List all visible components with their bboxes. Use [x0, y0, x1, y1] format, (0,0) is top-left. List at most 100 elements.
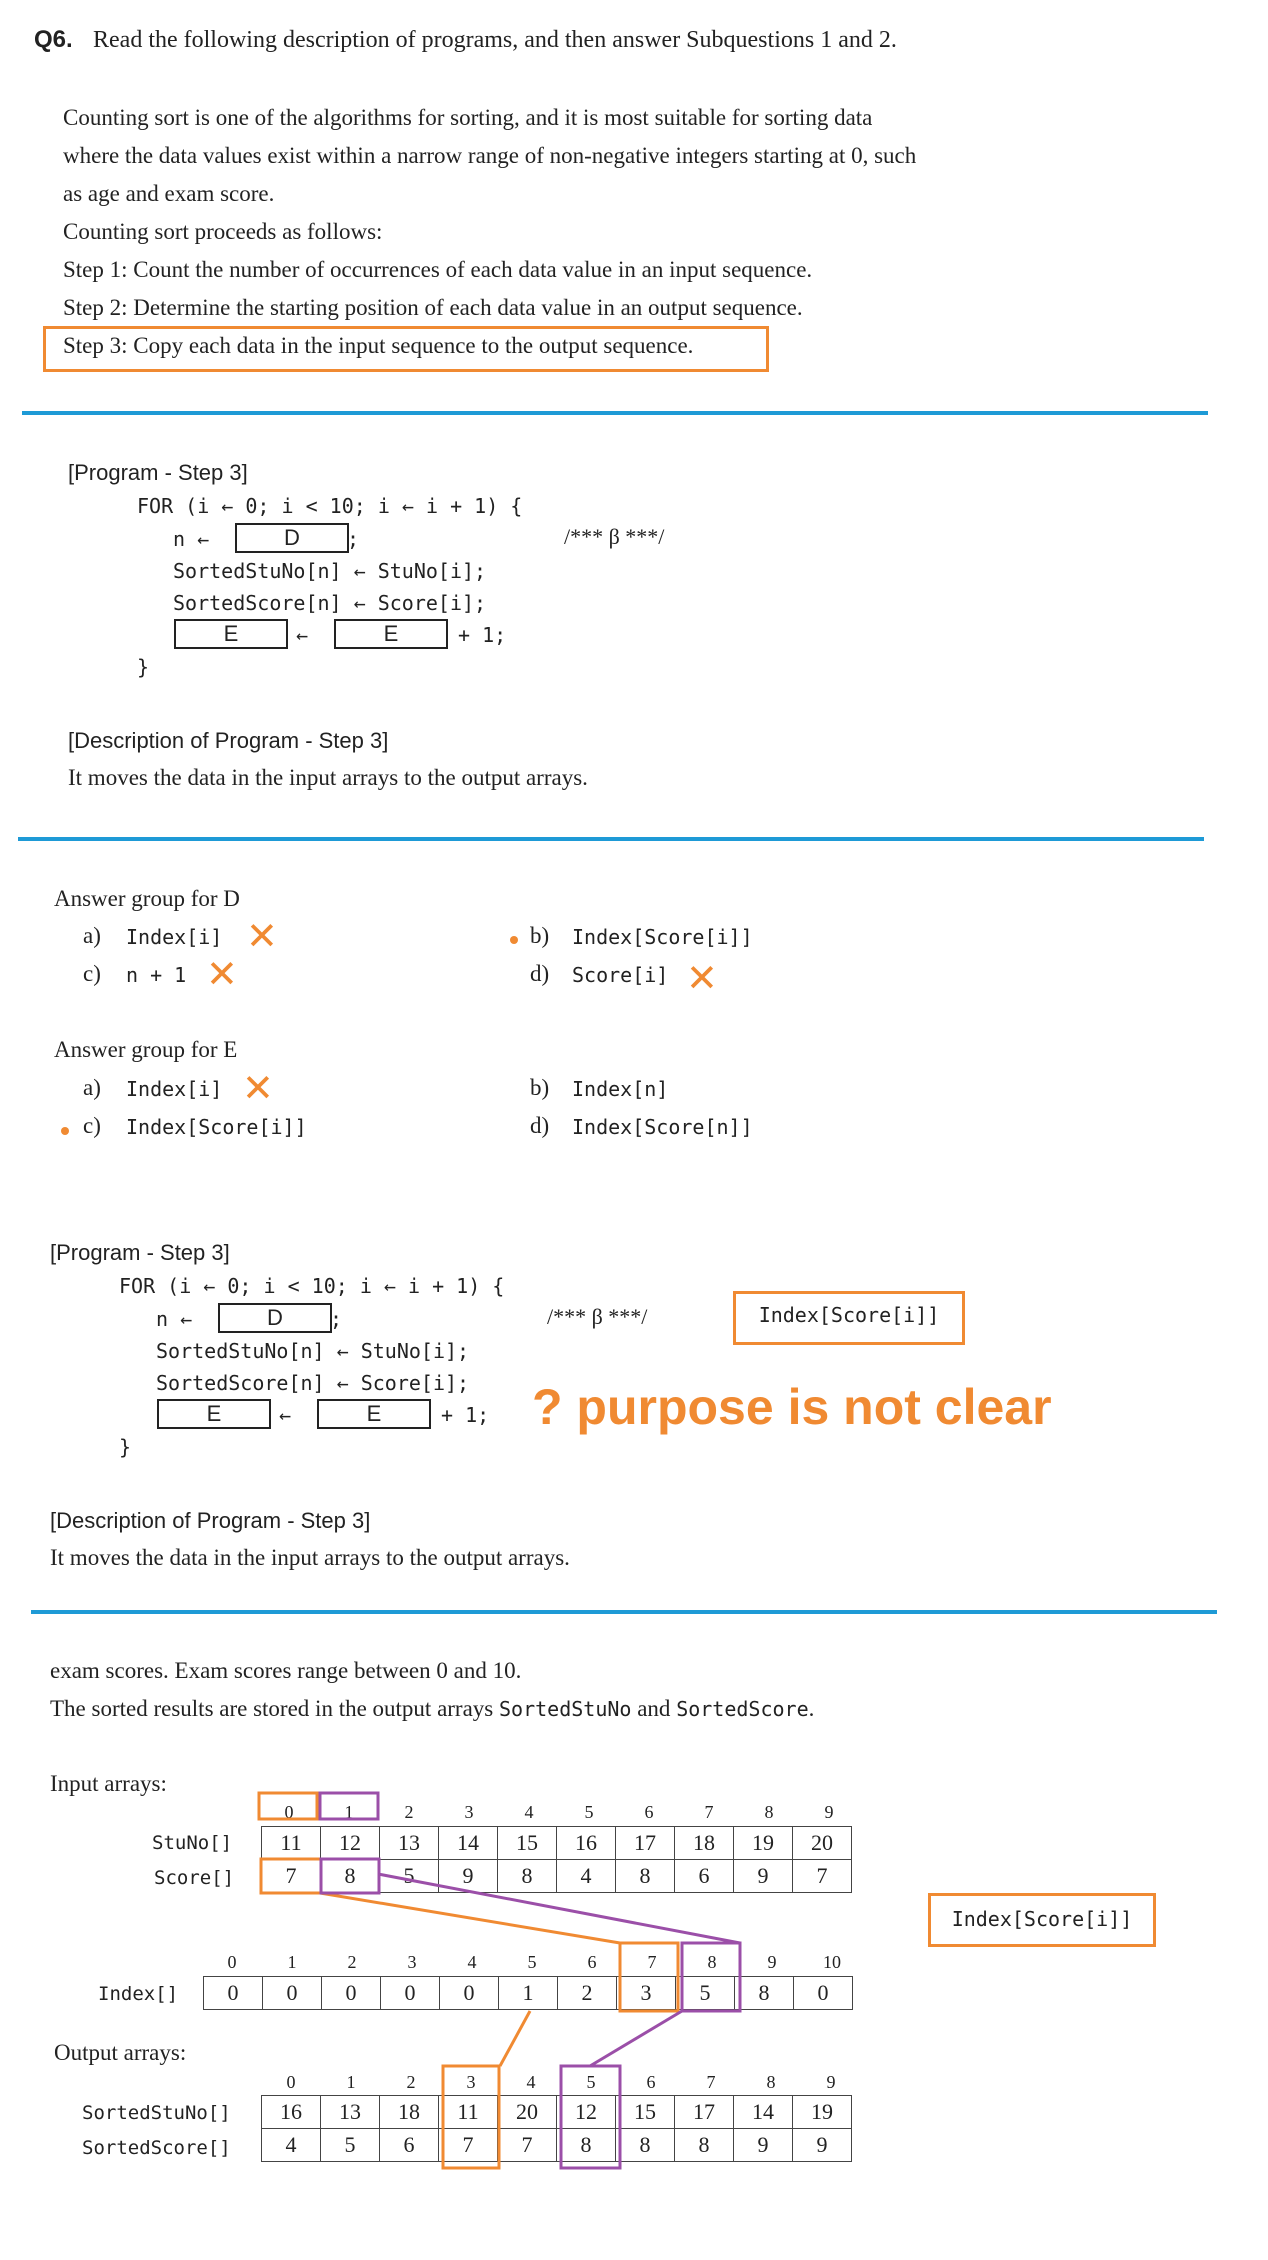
program-line-stuno: SortedStuNo[n] ← StuNo[i];: [173, 559, 487, 583]
index-cell: 0: [380, 1976, 440, 2010]
output-index: 8: [766, 2072, 776, 2092]
score-cell: 6: [674, 1859, 734, 1893]
program-heading-2: [Program - Step 3]: [50, 1240, 230, 1265]
cross-mark-icon: ✕: [686, 956, 718, 1000]
cross-mark-icon: ✕: [246, 914, 278, 958]
stuno-cell: 17: [615, 1826, 675, 1860]
program-for-line-2: FOR (i ← 0; i < 10; i ← i + 1) {: [119, 1274, 505, 1298]
example-line-2-prefix: The sorted results are stored in the out…: [50, 1696, 494, 1721]
index-index: 4: [467, 1952, 477, 1972]
connector-purple-1: [377, 1872, 741, 1945]
answer-d-b-code: Index[Score[i]]: [572, 925, 753, 949]
sorted-score-cell: 9: [792, 2128, 852, 2162]
answer-e-d-code: Index[Score[n]]: [572, 1115, 753, 1139]
input-index: 7: [704, 1802, 714, 1822]
program-n-assign: n ←: [173, 527, 210, 551]
section-divider-3: [31, 1610, 1217, 1614]
example-line-2: The sorted results are stored in the out…: [50, 1696, 814, 1722]
index-cell: 0: [793, 1976, 853, 2010]
stuno-array-label: StuNo[]: [152, 1832, 233, 1854]
answer-e-b-code: Index[n]: [572, 1077, 669, 1101]
score-cell: 8: [497, 1859, 557, 1893]
program-comment-2: /*** β ***/: [547, 1304, 648, 1329]
answer-note-text-2: Index[Score[i]]: [951, 1907, 1133, 1931]
index-array-table: 0 0 0 0 0 1 2 3 5 8 0: [203, 1976, 853, 2010]
index-row: 0 0 0 0 0 1 2 3 5 8 0: [203, 1976, 853, 2010]
sorted-score-cell: 4: [261, 2128, 321, 2162]
input-index: 0: [284, 1802, 294, 1822]
answer-note-text: Index[Score[i]]: [758, 1303, 940, 1327]
highlight-score-0: [259, 1857, 323, 1895]
sorted-score-row: 4 5 6 7 7 8 8 8 9 9: [261, 2128, 852, 2162]
sorted-score-cell: 7: [497, 2128, 557, 2162]
highlight-index-7: [618, 1941, 680, 2013]
sorted-stuno-array-label: SortedStuNo[]: [82, 2102, 231, 2124]
sorted-score-cell: 7: [438, 2128, 498, 2162]
highlight-output-3: [441, 2064, 501, 2170]
blank-d-box-2: D: [218, 1303, 332, 1333]
example-code-sortedstuno: SortedStuNo: [499, 1697, 632, 1721]
answer-e-a-label: a): [83, 1075, 101, 1100]
output-index: 0: [286, 2072, 296, 2092]
index-cell: 0: [321, 1976, 381, 2010]
purpose-not-clear-note: ? purpose is not clear: [532, 1379, 1052, 1435]
answer-group-d-heading: Answer group for D: [54, 886, 240, 911]
output-index: 4: [526, 2072, 536, 2092]
output-index: 1: [346, 2072, 356, 2092]
program-line-score-2: SortedScore[n] ← Score[i];: [156, 1371, 470, 1395]
step3-highlight-box: [43, 326, 769, 372]
index-cell: 1: [498, 1976, 558, 2010]
input-arrays-label: Input arrays:: [50, 1771, 167, 1796]
intro-step-3: Step 3: Copy each data in the input sequ…: [63, 333, 694, 358]
input-index: 9: [824, 1802, 834, 1822]
sorted-score-cell: 8: [615, 2128, 675, 2162]
score-array-label: Score[]: [154, 1867, 235, 1889]
description-text-2: It moves the data in the input arrays to…: [50, 1545, 570, 1570]
input-index: 6: [644, 1802, 654, 1822]
program-plus-one-2: + 1;: [441, 1403, 490, 1427]
intro-step-1: Step 1: Count the number of occurrences …: [63, 257, 813, 282]
stuno-cell: 19: [733, 1826, 793, 1860]
answer-group-e-heading: Answer group for E: [54, 1037, 238, 1062]
answer-e-a-code: Index[i]: [126, 1077, 223, 1101]
sorted-stuno-cell: 13: [320, 2095, 380, 2129]
sorted-stuno-cell: 20: [497, 2095, 557, 2129]
cross-mark-icon: ✕: [206, 952, 238, 996]
section-divider-2: [18, 837, 1204, 841]
index-index: 6: [587, 1952, 597, 1972]
index-array-label: Index[]: [98, 1983, 179, 2005]
answer-e-d-label: d): [530, 1113, 550, 1138]
output-index: 3: [466, 2072, 476, 2092]
answer-e-c-code: Index[Score[i]]: [126, 1115, 307, 1139]
question-text: Read the following description of progra…: [93, 27, 897, 53]
sorted-stuno-cell: 19: [792, 2095, 852, 2129]
highlight-output-5: [559, 2064, 622, 2170]
blank-e-box-right-2: E: [317, 1399, 431, 1429]
stuno-cell: 13: [379, 1826, 439, 1860]
selected-dot-icon: [61, 1127, 69, 1135]
program-semicolon-2: ;: [330, 1307, 343, 1331]
score-row: 7 8 5 9 8 4 8 6 9 7: [261, 1859, 852, 1893]
index-index: 2: [347, 1952, 357, 1972]
answer-d-a-label: a): [83, 923, 101, 948]
selected-dot-icon: [510, 936, 518, 944]
program-n-assign-2: n ←: [156, 1307, 193, 1331]
description-heading: [Description of Program - Step 3]: [68, 728, 389, 753]
connector-purple-2: [589, 2009, 683, 2068]
stuno-cell: 20: [792, 1826, 852, 1860]
index-cell: 0: [439, 1976, 499, 2010]
answer-d-d-label: d): [530, 961, 550, 986]
output-arrays-label: Output arrays:: [54, 2040, 187, 2065]
description-text: It moves the data in the input arrays to…: [68, 765, 588, 790]
sorted-stuno-cell: 12: [556, 2095, 616, 2129]
input-index: 5: [584, 1802, 594, 1822]
example-line-1: exam scores. Exam scores range between 0…: [50, 1658, 522, 1683]
output-index: 7: [706, 2072, 716, 2092]
sorted-stuno-cell: 17: [674, 2095, 734, 2129]
input-index: 3: [464, 1802, 474, 1822]
example-code-sortedscore: SortedScore: [676, 1697, 809, 1721]
input-index: 1: [344, 1802, 354, 1822]
connector-orange-1: [319, 1891, 621, 1945]
program-close-brace-2: }: [119, 1435, 132, 1459]
